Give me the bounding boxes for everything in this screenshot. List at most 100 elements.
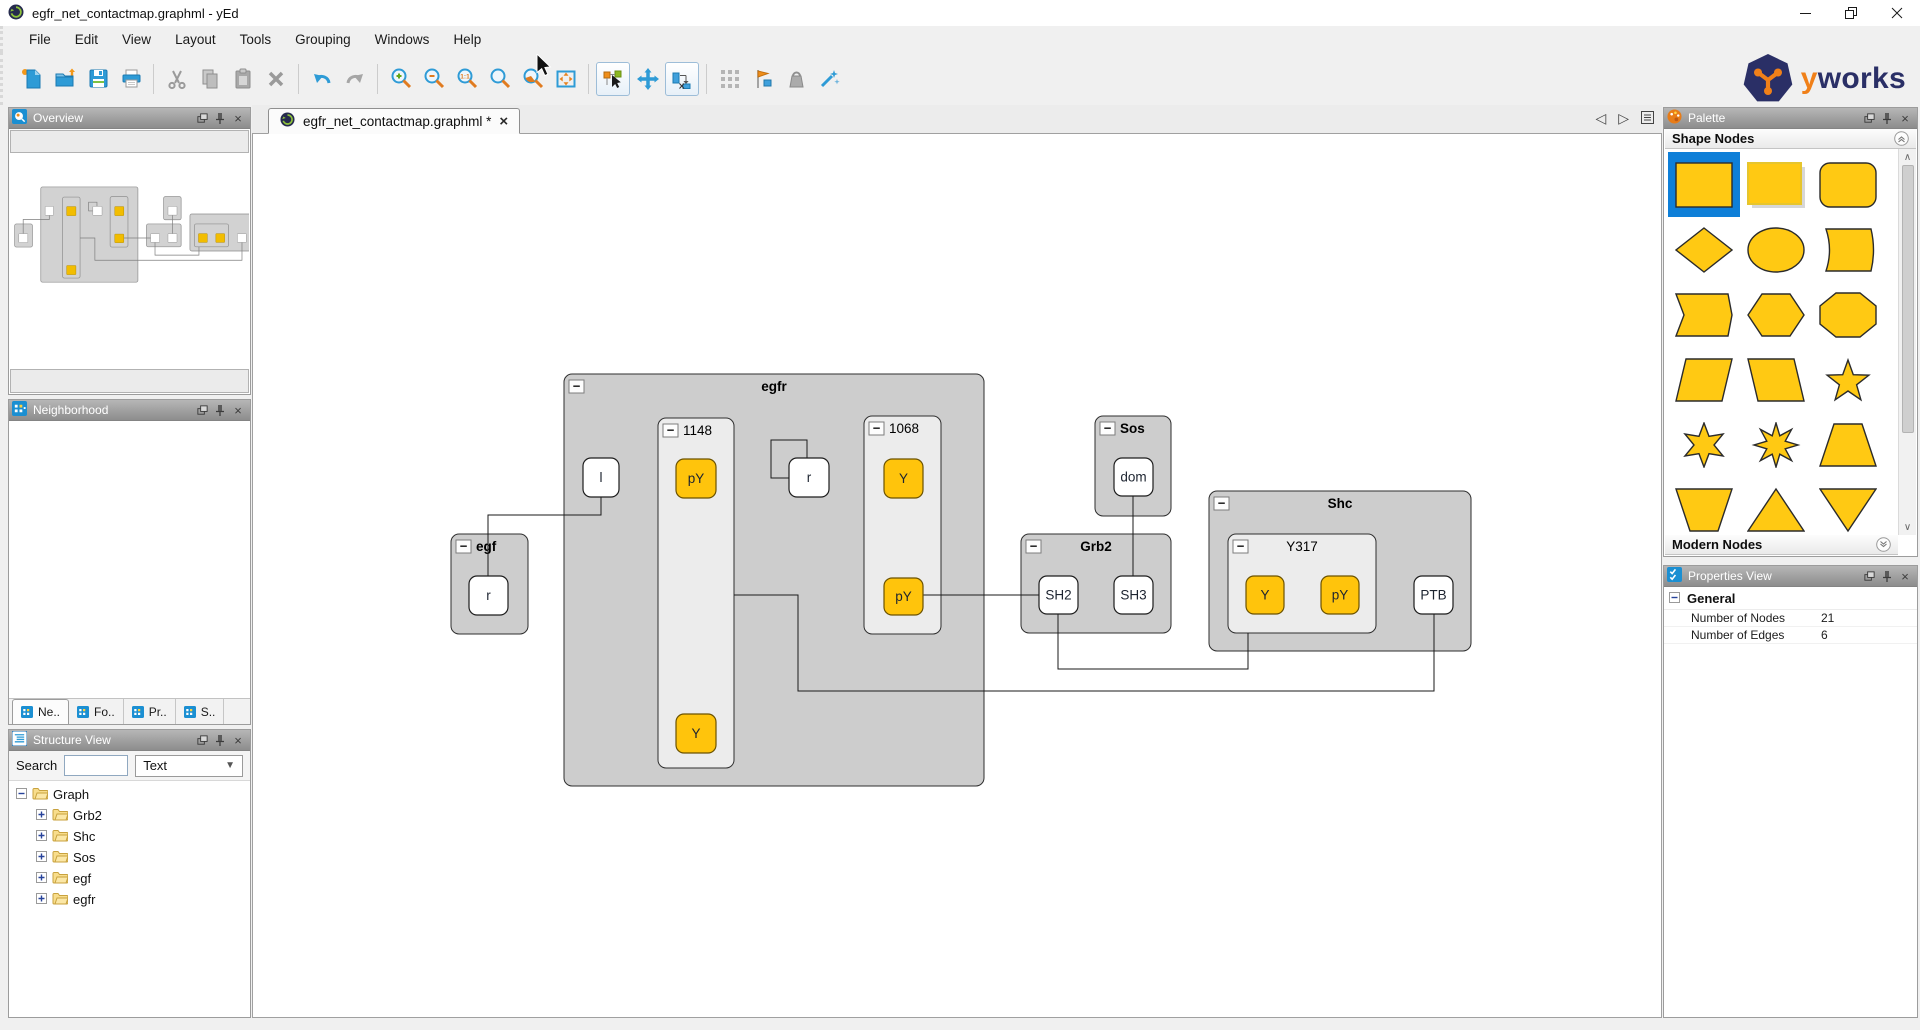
pin-panel-icon[interactable]: [213, 733, 227, 747]
tree-item-grb2[interactable]: Grb2: [9, 805, 250, 826]
close-panel-icon[interactable]: ×: [234, 732, 242, 748]
scroll-down-icon[interactable]: ∨: [1903, 521, 1912, 533]
palette-shape-star-8[interactable]: [1740, 412, 1812, 477]
palette-scrollbar-thumb[interactable]: [1901, 165, 1914, 433]
panel-tab-fo[interactable]: Fo..: [69, 699, 124, 724]
float-panel-icon[interactable]: [1862, 111, 1876, 125]
palette-shape-trapezoid[interactable]: [1812, 412, 1884, 477]
document-tab[interactable]: egfr_net_contactmap.graphml * ×: [268, 108, 521, 134]
cut-button[interactable]: [161, 62, 192, 96]
collapse-group-button[interactable]: [1025, 539, 1042, 554]
graph-node-py-1068[interactable]: [883, 577, 924, 616]
copy-button[interactable]: [194, 62, 225, 96]
pin-panel-icon[interactable]: [1880, 111, 1894, 125]
tree-item-sos[interactable]: Sos: [9, 847, 250, 868]
collapse-group-button[interactable]: [1213, 496, 1230, 511]
delete-button[interactable]: [260, 62, 291, 96]
palette-shape-inverted-triangle[interactable]: [1812, 477, 1884, 535]
palette-shape-parallelogram[interactable]: [1668, 347, 1740, 412]
shape-nodes-section-header[interactable]: Shape Nodes: [1665, 129, 1916, 149]
palette-shape-inverted-trapezoid[interactable]: [1668, 477, 1740, 535]
tree-item-egf[interactable]: egf: [9, 868, 250, 889]
pin-panel-icon[interactable]: [213, 403, 227, 417]
collapse-group-button[interactable]: [568, 379, 585, 394]
redo-button[interactable]: [339, 62, 370, 96]
menu-item-windows[interactable]: Windows: [374, 31, 430, 47]
graph-node-y317-py[interactable]: [1320, 575, 1360, 615]
restore-button[interactable]: [1828, 0, 1874, 26]
menu-item-file[interactable]: File: [29, 31, 51, 47]
menu-item-tools[interactable]: Tools: [239, 31, 272, 47]
undo-button[interactable]: [306, 62, 337, 96]
palette-shape-octagon[interactable]: [1812, 282, 1884, 347]
properties-general-group[interactable]: General: [1664, 587, 1917, 610]
grid-button[interactable]: [714, 62, 745, 96]
menu-item-layout[interactable]: Layout: [175, 31, 216, 47]
palette-shape-curved-ribbon[interactable]: [1812, 217, 1884, 282]
close-button[interactable]: [1874, 0, 1920, 26]
flag-button[interactable]: [747, 62, 778, 96]
tree-item-egfr[interactable]: egfr: [9, 889, 250, 910]
expand-node-icon[interactable]: [36, 829, 47, 844]
expand-section-icon[interactable]: [1876, 537, 1891, 552]
palette-scrollbar[interactable]: ∧ ∨: [1898, 149, 1916, 535]
zoom-out-button[interactable]: [418, 62, 449, 96]
menu-item-help[interactable]: Help: [453, 31, 482, 47]
close-panel-icon[interactable]: ×: [1901, 568, 1909, 584]
graph-node-sh3[interactable]: [1113, 575, 1154, 615]
palette-shape-rectangle[interactable]: [1668, 152, 1740, 217]
expand-node-icon[interactable]: [36, 808, 47, 823]
collapse-group-button[interactable]: [1099, 421, 1116, 436]
zoom-in-button[interactable]: [385, 62, 416, 96]
graph-group-1148[interactable]: [657, 417, 735, 769]
pin-panel-icon[interactable]: [213, 111, 227, 125]
overview-minimap[interactable]: [10, 154, 249, 368]
scroll-up-icon[interactable]: ∧: [1903, 151, 1912, 163]
pan-tool-button[interactable]: [632, 62, 663, 96]
edit-mode-button[interactable]: [596, 61, 630, 96]
menu-item-view[interactable]: View: [122, 31, 152, 47]
tab-list-icon[interactable]: [1641, 110, 1654, 127]
zoom-1-1-button[interactable]: 1:1: [451, 62, 482, 96]
palette-shape-star-5[interactable]: [1812, 347, 1884, 412]
palette-shape-triangle[interactable]: [1740, 477, 1812, 535]
tab-scroll-left-icon[interactable]: ◁: [1595, 110, 1607, 126]
panel-tab-s[interactable]: S..: [176, 699, 225, 724]
tab-scroll-right-icon[interactable]: ▷: [1618, 110, 1629, 126]
expand-node-icon[interactable]: [36, 850, 47, 865]
new-document-button[interactable]: [16, 62, 47, 96]
tree-item-shc[interactable]: Shc: [9, 826, 250, 847]
graph-node-sh2[interactable]: [1038, 575, 1079, 615]
close-panel-icon[interactable]: ×: [234, 110, 242, 126]
modern-nodes-section-header[interactable]: Modern Nodes: [1665, 535, 1898, 555]
palette-shape-rectangle-3d[interactable]: [1740, 152, 1812, 217]
graph-edge-2[interactable]: [770, 439, 808, 479]
float-panel-icon[interactable]: [195, 111, 209, 125]
zoom-button[interactable]: [484, 62, 515, 96]
fit-content-button[interactable]: [550, 62, 581, 96]
expand-node-icon[interactable]: [36, 892, 47, 907]
collapse-group-button[interactable]: [455, 539, 472, 554]
collapse-group-button[interactable]: [1232, 539, 1249, 554]
tree-item-graph[interactable]: Graph: [9, 784, 250, 805]
paste-button[interactable]: [227, 62, 258, 96]
search-input[interactable]: [64, 755, 129, 776]
palette-shape-star-6[interactable]: [1668, 412, 1740, 477]
close-panel-icon[interactable]: ×: [234, 402, 242, 418]
graph-node-y317-y[interactable]: [1245, 575, 1285, 615]
menu-item-edit[interactable]: Edit: [74, 31, 99, 47]
graph-node-dom[interactable]: [1113, 457, 1154, 497]
save-file-button[interactable]: [82, 62, 113, 96]
panel-tab-pr[interactable]: Pr..: [124, 699, 176, 724]
graph-edge-6[interactable]: [734, 594, 1435, 692]
print-button[interactable]: [115, 62, 146, 96]
float-panel-icon[interactable]: [1862, 569, 1876, 583]
palette-shape-hexagon[interactable]: [1740, 282, 1812, 347]
palette-shape-diamond[interactable]: [1668, 217, 1740, 282]
graph-node-l[interactable]: [582, 457, 620, 498]
close-panel-icon[interactable]: ×: [1901, 110, 1909, 126]
collapse-section-icon[interactable]: [1894, 131, 1909, 146]
float-panel-icon[interactable]: [195, 733, 209, 747]
